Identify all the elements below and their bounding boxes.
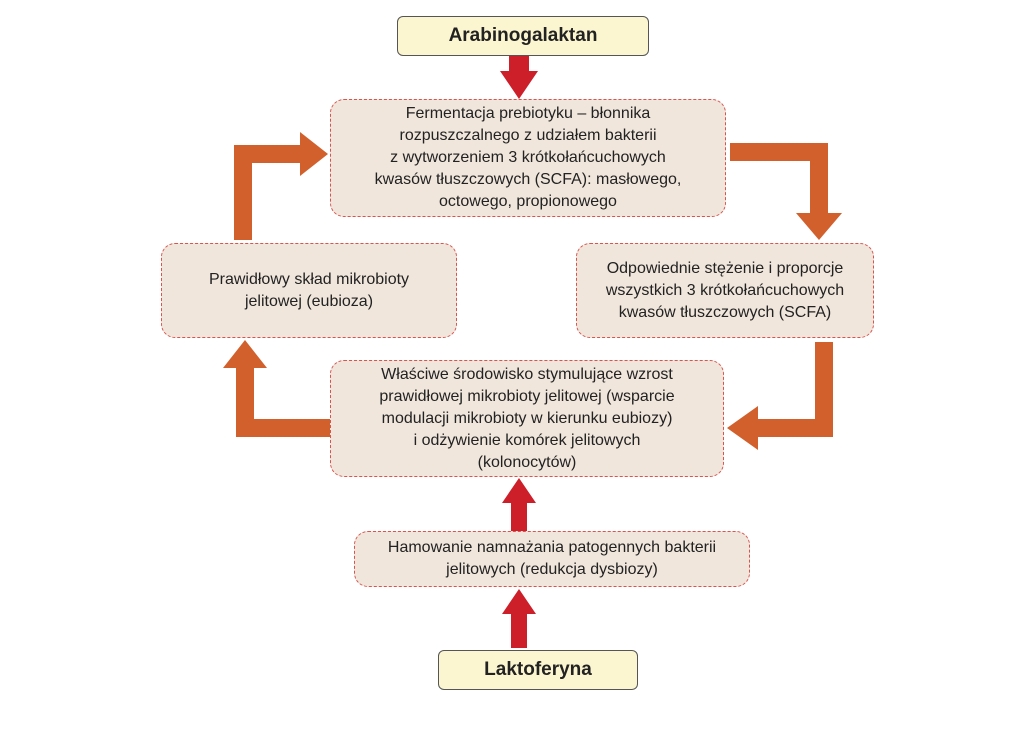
scfa-concentration-text: Odpowiednie stężenie i proporcje wszystk… [605,259,845,321]
fermentation-text: Fermentacja prebiotyku – błonnika rozpus… [374,105,682,210]
arrow-arabinogalaktan-to-fermentation [500,56,538,99]
laktoferyna-label: Laktoferyna [484,659,592,680]
arrow-scfa-to-environment [727,342,833,450]
inhibition-text: Hamowanie namnażania patogennych bakteri… [387,539,717,578]
eubiosis-box: Prawidłowy skład mikrobioty jelitowej (e… [161,243,457,338]
laktoferyna-box: Laktoferyna [438,650,638,690]
environment-box: Właściwe środowisko stymulujące wzrost p… [330,360,724,477]
arrow-environment-to-eubiosis [223,340,332,437]
scfa-concentration-box: Odpowiednie stężenie i proporcje wszystk… [576,243,874,338]
arabinogalaktan-box: Arabinogalaktan [397,16,649,56]
arrow-fermentation-to-scfa [730,143,842,240]
arabinogalaktan-label: Arabinogalaktan [448,25,598,46]
fermentation-box: Fermentacja prebiotyku – błonnika rozpus… [330,99,726,217]
environment-text: Właściwe środowisko stymulujące wzrost p… [379,365,675,471]
eubiosis-text: Prawidłowy skład mikrobioty jelitowej (e… [208,270,410,310]
arrow-inhibition-to-environment [502,478,536,531]
arrow-laktoferyna-to-inhibition [502,589,536,648]
arrow-eubiosis-to-fermentation [234,132,328,240]
inhibition-box: Hamowanie namnażania patogennych bakteri… [354,531,750,587]
